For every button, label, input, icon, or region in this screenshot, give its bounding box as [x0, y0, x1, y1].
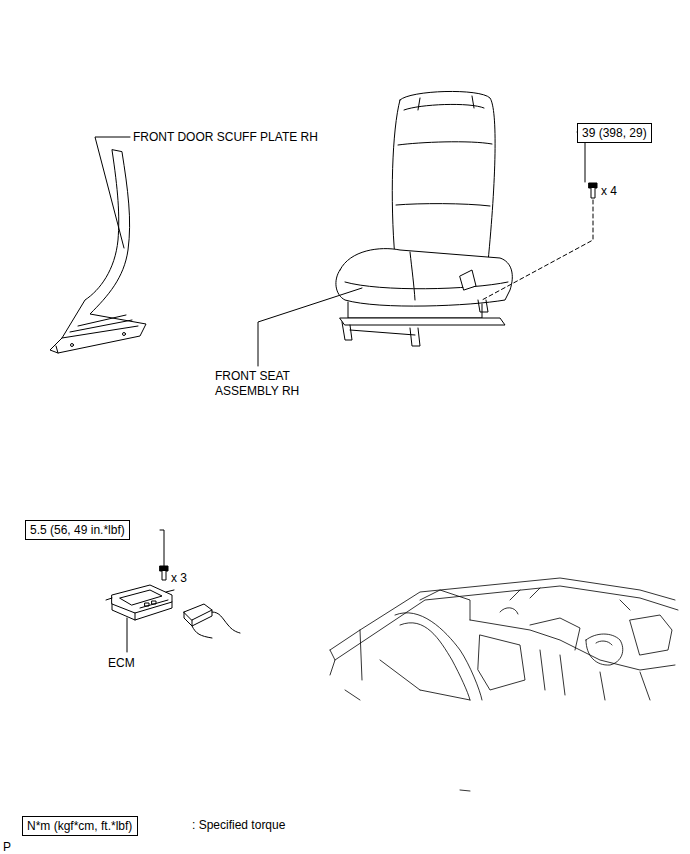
part-name: ECM — [108, 656, 135, 671]
bolt — [589, 183, 597, 198]
leader-line — [160, 530, 164, 566]
dashed-line — [482, 200, 593, 300]
leader-line — [127, 618, 128, 652]
engine-bay — [330, 578, 678, 791]
legend-torque-box: N*m (kgf*cm, ft.*lbf) — [22, 816, 138, 836]
quantity: x 3 — [171, 571, 187, 586]
part-name: FRONT SEAT ASSEMBLY RH — [215, 369, 325, 399]
torque-value: N*m (kgf*cm, ft.*lbf) — [27, 818, 133, 834]
quantity: x 4 — [601, 184, 617, 199]
torque-box: 39 (398, 29) — [577, 123, 652, 143]
bolt — [160, 566, 168, 580]
ecm-unit — [106, 585, 174, 620]
torque-value: 39 (398, 29) — [582, 125, 647, 141]
page-code: P — [3, 840, 11, 854]
torque-box: 5.5 (56, 49 in.*lbf) — [25, 520, 130, 540]
torque-value: 5.5 (56, 49 in.*lbf) — [30, 522, 125, 538]
connector — [184, 604, 240, 638]
leader-line — [95, 137, 130, 248]
leader-line — [258, 288, 362, 366]
front-seat — [336, 91, 512, 346]
legend-note: : Specified torque — [192, 818, 285, 833]
part-name: FRONT DOOR SCUFF PLATE RH — [133, 130, 318, 145]
scuff-plate — [50, 150, 146, 353]
